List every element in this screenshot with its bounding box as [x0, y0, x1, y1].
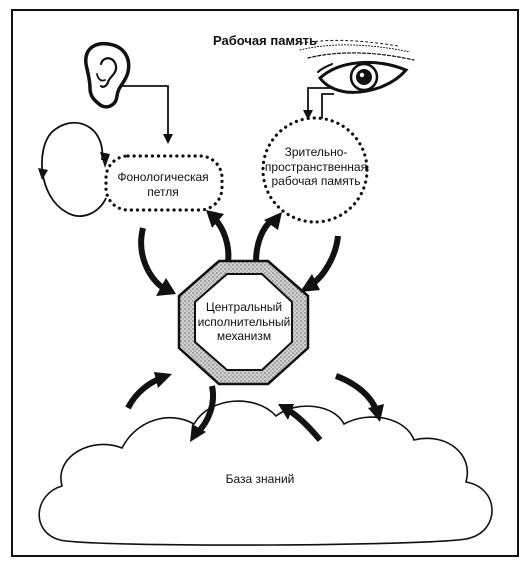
central-executive-line-3: механизм	[216, 329, 272, 344]
knowledge-to-central-right-arrow	[278, 404, 323, 442]
visuospatial-line-1: Зрительно-	[284, 145, 348, 159]
knowledge-base-label: База знаний	[225, 472, 295, 486]
central-to-knowledge-right-arrow	[334, 373, 384, 422]
knowledge-to-central-left-arrow	[125, 372, 172, 410]
knowledge-base-cloud	[38, 400, 493, 546]
phonological-rehearsal-arrow	[38, 121, 110, 217]
visuospatial-line-2: пространственная	[264, 159, 368, 174]
visuospatial-to-central-arrow	[300, 235, 341, 292]
ear-to-phonological-arrow	[122, 85, 173, 144]
central-executive-octagon	[177, 259, 310, 386]
phonological-loop-line-1: Фонологическая	[117, 170, 209, 184]
central-to-phonological-arrow	[206, 210, 232, 263]
visuospatial-memory-circle	[261, 116, 369, 224]
ear-icon	[84, 41, 131, 109]
visuospatial-memory-label: Зрительно- пространственная рабочая памя…	[256, 145, 376, 189]
central-to-visuospatial-arrow	[253, 212, 282, 263]
phonological-loop-label: Фонологическая петля	[104, 170, 222, 199]
central-to-knowledge-arrow	[190, 385, 216, 442]
diagram-title: Рабочая память	[213, 33, 317, 48]
central-executive-label: Центральный исполнительный механизм	[178, 300, 310, 344]
phonological-to-central-arrow	[138, 227, 176, 296]
eye-to-visuospatial-arrows	[303, 87, 334, 130]
central-executive-line-2: исполнительный	[197, 314, 291, 329]
visuospatial-line-3: рабочая память	[271, 174, 361, 189]
phonological-loop-line-2: петля	[147, 184, 179, 199]
central-executive-line-1: Центральный	[205, 300, 283, 314]
eye-icon	[295, 39, 415, 94]
phonological-loop-box	[104, 154, 224, 212]
